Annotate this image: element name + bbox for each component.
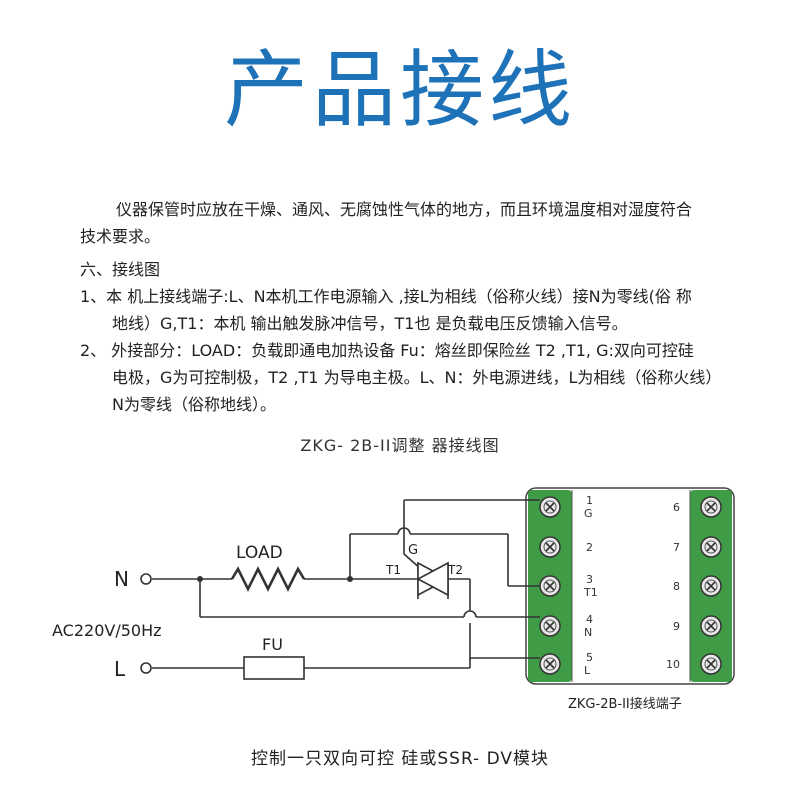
- intro-paragraph: 仪器保管时应放在干燥、通风、无腐蚀性气体的地方，而且环境温度相对湿度符合 技术要…: [80, 196, 760, 250]
- terminal-screw-icon: [539, 496, 561, 518]
- terminal-screw-icon: [700, 536, 722, 558]
- triac-symbol: [416, 561, 450, 597]
- terminal-number: 4: [586, 613, 593, 626]
- terminal-screw-icon: [700, 615, 722, 637]
- l-label: L: [114, 657, 126, 681]
- terminal-number: 1: [586, 494, 593, 507]
- wires: [152, 499, 540, 680]
- terminal-number: 8: [673, 580, 680, 593]
- terminal-number: 9: [673, 620, 680, 633]
- terminal-function-label: T1: [583, 586, 598, 599]
- terminal-screw-icon: [700, 575, 722, 597]
- fuse-label: FU: [262, 635, 283, 654]
- terminal-number: 6: [673, 501, 680, 514]
- supply-label: AC220V/50Hz: [52, 621, 162, 640]
- item2-line-3: N为零线（俗称地线）。: [112, 395, 276, 414]
- intro-line-2: 技术要求。: [80, 227, 161, 246]
- n-label: N: [114, 567, 129, 591]
- bottom-caption: 控制一只双向可控 硅或SSR- DV模块: [250, 749, 550, 769]
- l-terminal: [140, 662, 152, 674]
- terminal-screw-icon: [539, 653, 561, 675]
- intro-line-1: 仪器保管时应放在干燥、通风、无腐蚀性气体的地方，而且环境温度相对湿度符合: [116, 200, 693, 219]
- terminal-number: 2: [586, 541, 593, 554]
- terminal-number: 10: [666, 658, 680, 671]
- gate-label: G: [408, 543, 418, 558]
- item2-line-1: 2、 外接部分：LOAD：负载即通电加热设备 Fu：熔丝即保险丝 T2 ,T1,…: [80, 341, 694, 360]
- item1-line-2: 地线）G,T1：本机 输出触发脉冲信号，T1也 是负载电压反馈输入信号。: [112, 314, 628, 333]
- terminal-number: 3: [586, 573, 593, 586]
- wiring-item-1: 1、本 机上接线端子:L、N本机工作电源输入 ,接L为相线（俗称火线）接N为零线…: [80, 283, 760, 337]
- t2-label: T2: [447, 563, 463, 577]
- n-terminal: [140, 573, 152, 585]
- item1-line-1: 1、本 机上接线端子:L、N本机工作电源输入 ,接L为相线（俗称火线）接N为零线…: [80, 287, 692, 306]
- load-label: LOAD: [236, 543, 283, 563]
- section-heading: 六、接线图: [80, 260, 161, 279]
- wiring-item-2: 2、 外接部分：LOAD：负载即通电加热设备 Fu：熔丝即保险丝 T2 ,T1,…: [80, 337, 760, 418]
- t1-label: T1: [385, 563, 401, 577]
- terminal-function-label: L: [584, 664, 591, 677]
- diagram-caption: ZKG- 2B-II调整 器接线图: [300, 436, 500, 455]
- terminal-number: 5: [586, 651, 593, 664]
- terminal-caption: ZKG-2B-II接线端子: [568, 696, 682, 712]
- terminal-function-label: G: [584, 507, 593, 520]
- junction-dot: [197, 576, 203, 582]
- page-title: 产品接线: [223, 41, 576, 139]
- terminal-screw-icon: [700, 653, 722, 675]
- terminal-screw-icon: [700, 496, 722, 518]
- terminal-screw-icon: [539, 615, 561, 637]
- junction-dot: [347, 576, 353, 582]
- terminal-number: 7: [673, 541, 680, 554]
- terminal-screw-icon: [539, 536, 561, 558]
- terminal-block: 1G 2 3T1 4N 5L 6 7 8 9 10: [525, 487, 735, 685]
- item2-line-2: 电极，G为可控制极，T2 ,T1 为导电主极。L、N：外电源进线，L为相线（俗称…: [112, 368, 722, 387]
- terminal-function-label: N: [584, 626, 592, 639]
- terminal-screw-icon: [539, 575, 561, 597]
